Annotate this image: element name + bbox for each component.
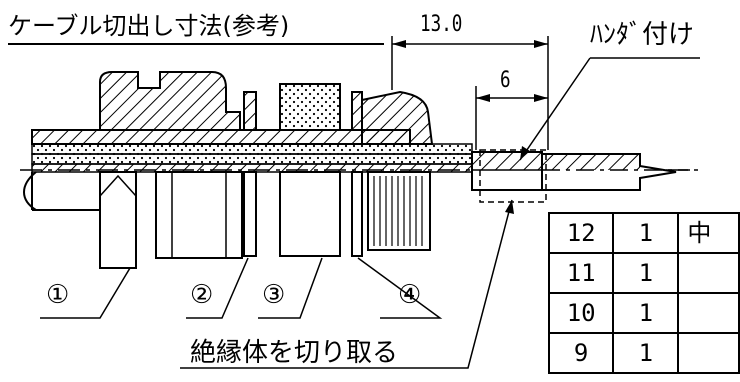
table-cell-no: 9 <box>547 332 615 374</box>
part-4-clamp-cone <box>361 90 434 145</box>
part-2-washer-lower <box>243 171 257 257</box>
drawing-title: ケーブル切出し寸法(参考) <box>8 12 290 40</box>
contact-pin-hatch <box>471 151 543 171</box>
part-4-clamp-lower <box>351 171 363 257</box>
dim-13-arrow-right <box>534 40 548 48</box>
callout-1-leader <box>40 267 131 319</box>
cable-shield <box>31 143 473 155</box>
table-row: 12 1 中 <box>547 212 740 254</box>
dimension-inner-label: 6 <box>500 68 511 93</box>
contact-pin-shaft-hatch <box>542 154 640 170</box>
table-cell-qty: 1 <box>612 332 680 374</box>
cut-arrow <box>505 200 514 214</box>
part-1-body <box>155 171 243 259</box>
dim-13-arrow-left <box>392 40 406 48</box>
cable-dielectric <box>31 153 473 165</box>
callout-4-leader <box>357 257 443 319</box>
cut-region-box <box>479 149 547 203</box>
table-row: 9 1 <box>547 332 740 374</box>
part-4-clamp-top <box>351 91 363 131</box>
solder-label: ﾊﾝﾀﾞ付け <box>590 20 695 50</box>
solder-arrow <box>520 146 530 160</box>
callout-4: ④ <box>398 280 422 310</box>
callout-2-leader <box>186 257 249 319</box>
part-2-washer-top <box>243 91 257 131</box>
parts-table: 12 1 中 11 1 10 1 9 1 <box>547 212 740 374</box>
part-3-gasket-lower <box>279 171 341 257</box>
cable-jacket-outer <box>31 129 411 145</box>
table-cell-no: 10 <box>547 292 615 334</box>
part-1-nut-lower <box>99 171 137 269</box>
table-cell-no: 12 <box>547 212 615 254</box>
dimension-overall-label: 13.0 <box>420 12 463 37</box>
callout-3: ③ <box>262 280 286 310</box>
cut-leader <box>180 199 513 369</box>
part-1-nut-chamfer <box>99 174 137 250</box>
table-row: 10 1 <box>547 292 740 334</box>
table-cell-no: 11 <box>547 252 615 294</box>
part-1-nut-top <box>99 71 241 131</box>
table-row: 11 1 <box>547 252 740 294</box>
table-cell-qty: 1 <box>612 292 680 334</box>
callout-3-leader <box>258 257 323 319</box>
table-cell-qty: 1 <box>612 252 680 294</box>
part-3-gasket-top <box>279 83 341 131</box>
solder-leader <box>519 57 700 161</box>
callout-1: ① <box>46 280 70 310</box>
insulation-note: 絶縁体を切り取る <box>190 338 399 368</box>
table-cell-qty: 1 <box>612 212 680 254</box>
cable-inner-hatch <box>31 163 473 173</box>
dim-6-arrow-left <box>476 94 490 102</box>
table-cell-desc <box>677 252 740 294</box>
part-4-knurl <box>367 171 431 251</box>
table-cell-desc <box>677 332 740 374</box>
callout-2: ② <box>190 280 214 310</box>
dim-6-arrow-right <box>534 94 548 102</box>
cable-body <box>23 171 102 211</box>
table-cell-desc <box>677 292 740 334</box>
table-cell-desc: 中 <box>677 212 740 254</box>
